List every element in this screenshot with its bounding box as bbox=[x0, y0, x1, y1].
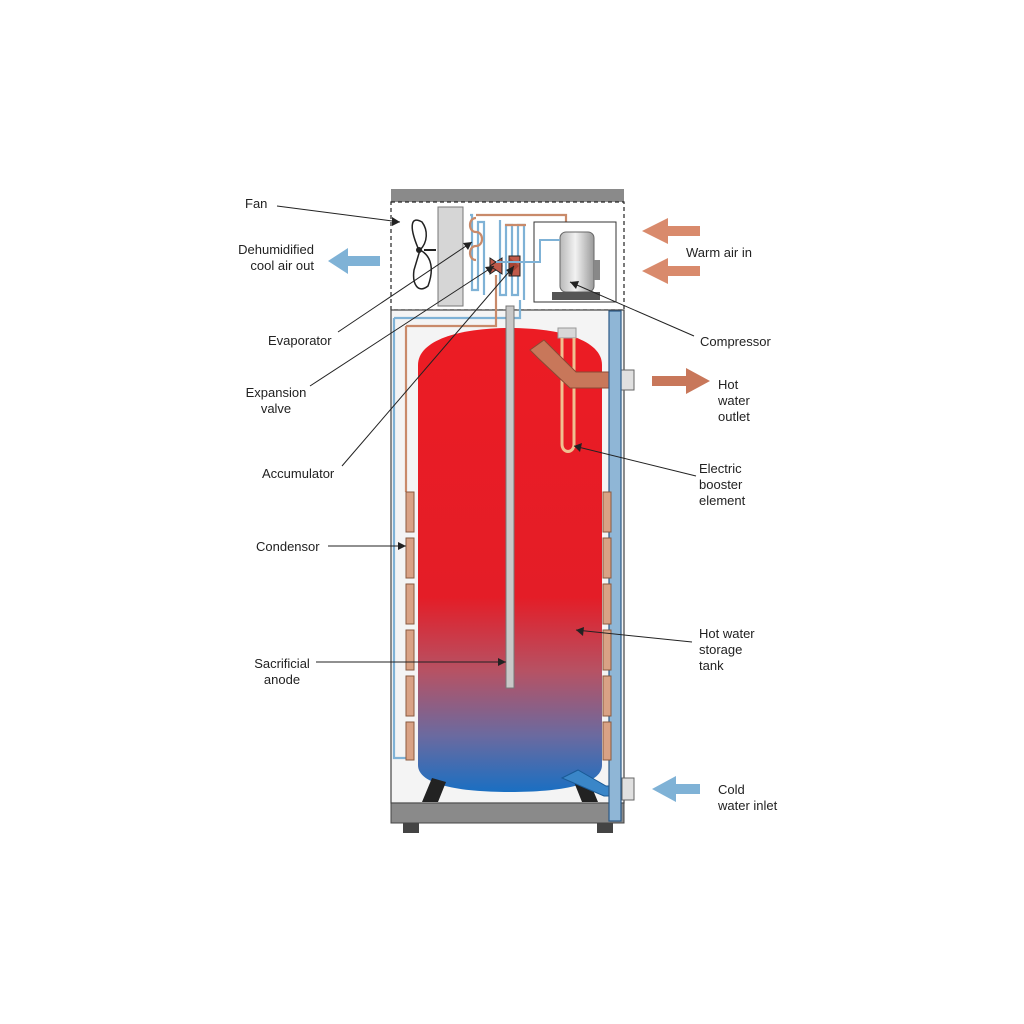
label-dehumidified-line2: cool air out bbox=[250, 258, 314, 273]
label-sacrificial-line1: Sacrificial bbox=[254, 656, 310, 671]
label-hot-line3: outlet bbox=[718, 409, 750, 424]
refrigerant-coils bbox=[394, 213, 568, 328]
sacrificial-anode bbox=[505, 305, 515, 689]
label-electric-line1: Electric bbox=[699, 461, 742, 476]
leader-lines bbox=[276, 205, 697, 666]
label-expansion-line2: valve bbox=[260, 401, 292, 416]
label-condensor: Condensor bbox=[256, 539, 320, 554]
left-foot bbox=[403, 823, 419, 833]
label-cold-water-inlet: Cold water inlet bbox=[718, 782, 777, 814]
label-hot-water-outlet: Hot water outlet bbox=[718, 377, 750, 425]
label-tank-line1: Hot water bbox=[699, 626, 755, 641]
warm-air-in-arrow-1 bbox=[642, 218, 700, 244]
label-hot-line1: Hot bbox=[718, 377, 739, 392]
label-compressor: Compressor bbox=[700, 334, 771, 349]
label-dehumidified-air-out: Dehumidified cool air out bbox=[222, 242, 314, 274]
flow-arrows bbox=[328, 218, 710, 802]
label-tank-line3: tank bbox=[699, 658, 724, 673]
label-cold-line1: Cold bbox=[718, 782, 745, 797]
compressor-icon bbox=[496, 221, 617, 303]
warm-air-in-arrow-2 bbox=[642, 258, 700, 284]
label-accumulator: Accumulator bbox=[262, 466, 335, 481]
right-foot bbox=[597, 823, 613, 833]
electric-booster-element bbox=[557, 327, 577, 453]
cold-water-in-arrow bbox=[652, 776, 700, 802]
label-storage-tank: Hot water storage tank bbox=[699, 626, 755, 674]
label-cold-line2: water inlet bbox=[718, 798, 778, 813]
label-expansion-valve: Expansion valve bbox=[240, 385, 312, 417]
label-hot-line2: water bbox=[718, 393, 750, 408]
fan-icon bbox=[411, 219, 436, 290]
hot-water-outlet-pipe bbox=[529, 339, 635, 391]
cabinet-top-panel bbox=[391, 189, 624, 202]
condenser-coils bbox=[392, 318, 612, 761]
label-warm-air-in: Warm air in bbox=[686, 245, 752, 260]
label-sacrificial-anode: Sacrificial anode bbox=[248, 656, 316, 688]
label-tank-line2: storage bbox=[699, 642, 743, 657]
label-expansion-line1: Expansion bbox=[245, 385, 307, 400]
label-evaporator: Evaporator bbox=[268, 333, 332, 348]
label-dehumidified-line1: Dehumidified bbox=[238, 242, 314, 257]
label-electric-line3: element bbox=[699, 493, 746, 508]
tank-stand-left bbox=[422, 778, 446, 802]
cabinet-base bbox=[390, 802, 625, 824]
label-fan: Fan bbox=[245, 196, 268, 211]
cool-air-out-arrow bbox=[328, 248, 380, 274]
label-sacrificial-line2: anode bbox=[263, 672, 301, 687]
hot-water-out-arrow bbox=[652, 368, 710, 394]
label-electric-line2: booster bbox=[699, 477, 743, 492]
label-electric-booster: Electric booster element bbox=[699, 461, 745, 509]
